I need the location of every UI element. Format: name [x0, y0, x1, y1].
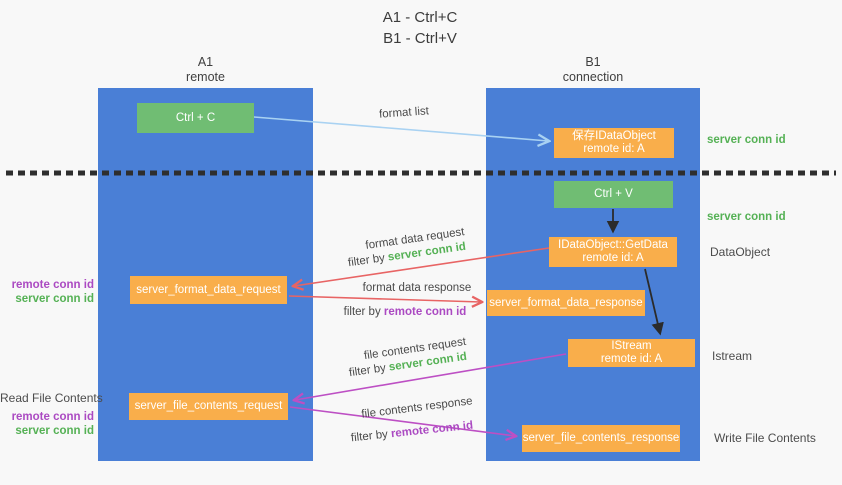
idataobject-getdata-box: IDataObject::GetData remote id: A — [549, 237, 677, 267]
filter-by-text: filter by — [343, 306, 384, 318]
istream-line2: remote id: A — [600, 353, 663, 365]
format-list-label: format list — [378, 105, 430, 121]
ctrl-v-box: Ctrl + V — [554, 181, 673, 208]
istream-line1: IStream — [611, 340, 652, 352]
server-format-data-response-box: server_format_data_response — [487, 290, 645, 316]
title-line-1: A1 - Ctrl+C — [382, 9, 458, 26]
right-server-conn-id-annotation-1: server conn id — [707, 134, 786, 146]
column-a-header: A1 remote — [98, 55, 313, 85]
right-server-conn-id-annotation-2: server conn id — [707, 211, 786, 223]
idataobject-getdata-line2: remote id: A — [582, 252, 644, 264]
save-dataobject-line1: 保存IDataObject — [572, 130, 656, 142]
filter-by-text: filter by — [350, 428, 392, 445]
remote-conn-id-key: remote conn id — [390, 419, 474, 441]
left-remote-conn-id-annotation-1: remote conn id — [11, 279, 94, 291]
filter-by-text: filter by — [348, 361, 390, 380]
save-dataobject-line2: remote id: A — [583, 143, 645, 155]
ctrl-c-box: Ctrl + C — [137, 103, 254, 133]
server-format-data-response-label: server_format_data_response — [489, 296, 643, 309]
column-b-header: B1 connection — [486, 55, 700, 85]
server-format-data-request-box: server_format_data_request — [130, 276, 287, 304]
format-data-response-arrow — [288, 295, 481, 302]
left-remote-conn-id-annotation-2: remote conn id — [11, 411, 94, 423]
file-contents-response-label: file contents response — [360, 395, 474, 421]
format-data-response-filter-label: filter by remote conn id — [330, 306, 480, 318]
title-line-2: B1 - Ctrl+V — [383, 30, 457, 47]
ctrl-v-label: Ctrl + V — [594, 188, 633, 200]
left-server-conn-id-annotation-2: server conn id — [15, 425, 94, 437]
diagram-title: A1 - Ctrl+C B1 - Ctrl+V — [280, 7, 560, 49]
server-format-data-request-label: server_format_data_request — [136, 283, 281, 296]
dataobject-annotation: DataObject — [710, 245, 771, 259]
server-file-contents-request-label: server_file_contents_request — [134, 400, 283, 412]
istream-box: IStream remote id: A — [568, 339, 695, 367]
left-server-conn-id-annotation-1: server conn id — [15, 293, 94, 305]
server-file-contents-request-box: server_file_contents_request — [129, 393, 288, 420]
column-a-subtitle: remote — [186, 70, 225, 84]
save-dataobject-box: 保存IDataObject remote id: A — [554, 128, 674, 158]
column-a-name: A1 — [197, 55, 214, 69]
server-file-contents-response-box: server_file_contents_response — [522, 425, 680, 452]
filter-by-text: filter by — [347, 251, 389, 270]
ctrl-c-label: Ctrl + C — [175, 111, 216, 124]
column-b-subtitle: connection — [562, 70, 624, 84]
istream-annotation: Istream — [712, 349, 753, 363]
remote-conn-id-key: remote conn id — [383, 306, 467, 318]
write-file-contents-annotation: Write File Contents — [714, 431, 816, 445]
idataobject-getdata-line1: IDataObject::GetData — [558, 239, 668, 251]
column-b-name: B1 — [585, 55, 601, 69]
file-contents-response-filter-label: filter by remote conn id — [337, 418, 487, 446]
format-data-response-label: format data response — [362, 282, 472, 294]
server-file-contents-response-label: server_file_contents_response — [522, 432, 680, 444]
read-file-contents-annotation: Read File Contents — [0, 391, 103, 405]
